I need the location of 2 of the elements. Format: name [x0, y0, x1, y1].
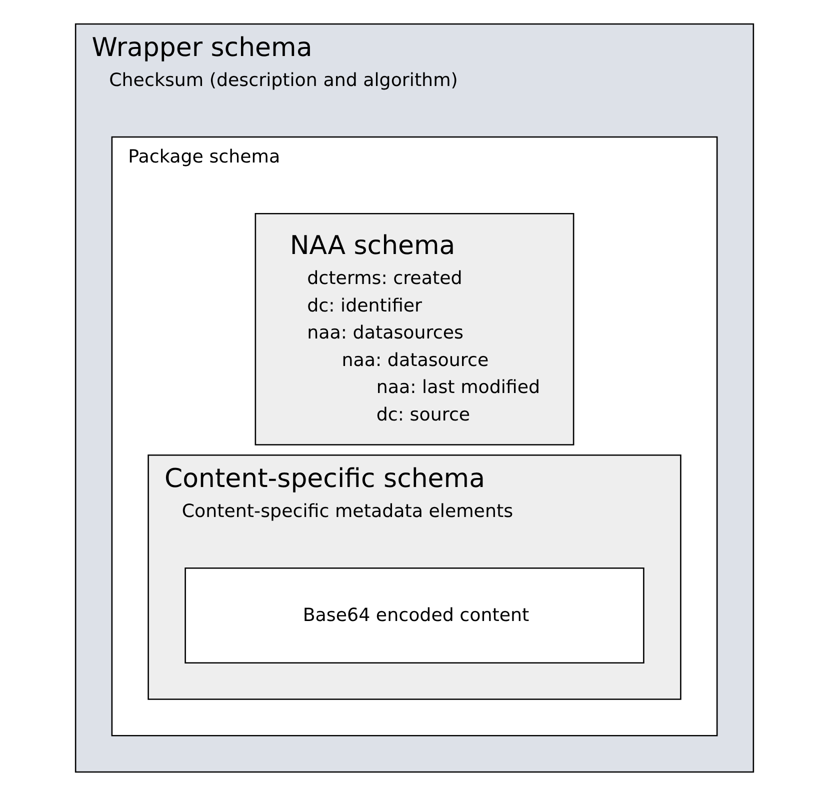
node-box: NAA schema dcterms: created dc: identifier naa: datasources naa: datasource naa: last modified dc: source — [254, 212, 574, 446]
node-box: Base64 encoded content — [184, 567, 644, 664]
